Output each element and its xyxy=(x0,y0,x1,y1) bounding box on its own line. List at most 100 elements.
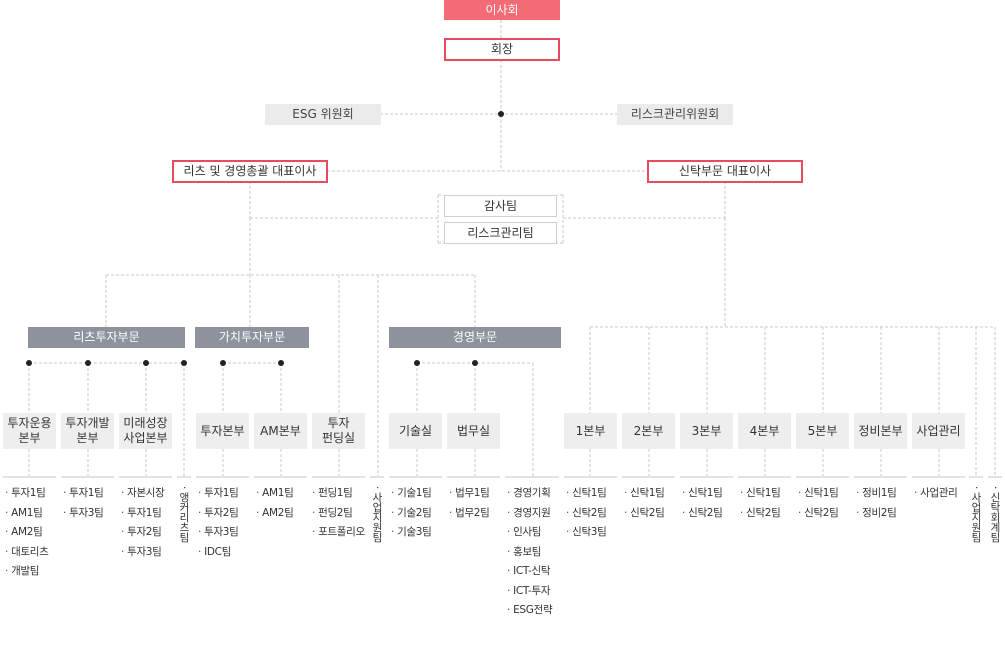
team-item: 펀딩1팀 xyxy=(312,484,365,504)
team-item: 대토리츠 xyxy=(5,543,49,563)
team-list: 신탁1팀신탁2팀 xyxy=(740,484,781,523)
chairman-box: 회장 xyxy=(444,38,560,61)
team-item: 신탁3팀 xyxy=(566,523,607,543)
board-box: 이사회 xyxy=(444,0,560,20)
dept-box: 4본부 xyxy=(738,413,791,449)
dept-box: 1본부 xyxy=(564,413,617,449)
vertical-team: 앵커리츠팀 xyxy=(177,486,192,542)
team-underline xyxy=(119,476,172,478)
vertical-team: 사업지원팀 xyxy=(370,486,385,542)
dept-box: 정비본부 xyxy=(854,413,907,449)
team-item: 신탁2팀 xyxy=(566,504,607,524)
ceo-reits-box: 리츠 및 경영총괄 대표이사 xyxy=(172,160,328,183)
team-underline xyxy=(196,476,249,478)
team-item: 투자2팀 xyxy=(121,523,165,543)
team-item: 신탁2팀 xyxy=(682,504,723,524)
team-list: 자본시장투자1팀투자2팀투자3팀 xyxy=(121,484,165,562)
dept-label: 1본부 xyxy=(575,423,606,438)
dept-label: 기술실 xyxy=(398,423,433,438)
team-item: 자본시장 xyxy=(121,484,165,504)
team-list: 정비1팀정비2팀 xyxy=(856,484,897,523)
audit-team-box: 감사팀 xyxy=(444,195,557,217)
dept-label: 투자운용 본부 xyxy=(7,416,52,445)
dept-box: 미래성장 사업본부 xyxy=(119,413,172,449)
dept-label: 4본부 xyxy=(749,423,780,438)
esg-committee-box: ESG 위원회 xyxy=(265,104,381,125)
risk-committee-box: 리스크관리위원회 xyxy=(617,104,733,125)
team-item: 신탁2팀 xyxy=(798,504,839,524)
dept-box: 기술실 xyxy=(389,413,442,449)
dept-box: AM본부 xyxy=(254,413,307,449)
dept-box: 법무실 xyxy=(447,413,500,449)
team-item: 신탁2팀 xyxy=(740,504,781,524)
dept-label: 5본부 xyxy=(807,423,838,438)
dept-label: 3본부 xyxy=(691,423,722,438)
team-item: 기술2팀 xyxy=(391,504,432,524)
team-underline xyxy=(564,476,617,478)
division-value-invest: 가치투자부문 xyxy=(195,327,309,348)
team-underline xyxy=(988,476,1002,478)
dept-label: 사업관리 xyxy=(916,423,961,438)
dept-label: 투자 펀딩실 xyxy=(321,416,356,445)
team-underline xyxy=(912,476,965,478)
team-item: 투자3팀 xyxy=(121,543,165,563)
team-item: 투자1팀 xyxy=(198,484,239,504)
team-item: 투자3팀 xyxy=(63,504,104,524)
team-underline xyxy=(447,476,500,478)
team-item: 기술3팀 xyxy=(391,523,432,543)
team-item: AM2팀 xyxy=(5,523,49,543)
team-item: 펀딩2팀 xyxy=(312,504,365,524)
team-item: 신탁1팀 xyxy=(566,484,607,504)
team-item: 경영지원 xyxy=(507,504,552,524)
division-reits-invest: 리츠투자부문 xyxy=(28,327,185,348)
dept-box: 3본부 xyxy=(680,413,733,449)
ceo-trust-box: 신탁부문 대표이사 xyxy=(647,160,803,183)
team-list: 투자1팀투자3팀 xyxy=(63,484,104,523)
team-item: 경영기획 xyxy=(507,484,552,504)
team-item: AM2팀 xyxy=(256,504,294,524)
vertical-team: 사업지원팀 xyxy=(969,486,984,542)
team-underline xyxy=(177,476,191,478)
team-item: 투자1팀 xyxy=(5,484,49,504)
team-underline xyxy=(796,476,849,478)
team-item: 신탁1팀 xyxy=(798,484,839,504)
team-list: 신탁1팀신탁2팀신탁3팀 xyxy=(566,484,607,543)
team-list: 신탁1팀신탁2팀 xyxy=(798,484,839,523)
team-underline xyxy=(738,476,791,478)
team-item: 투자1팀 xyxy=(121,504,165,524)
team-list: 경영기획경영지원인사팀홍보팀ICT-신탁ICT-투자ESG전략 xyxy=(507,484,553,621)
dept-box: 투자개발 본부 xyxy=(61,413,114,449)
team-list: AM1팀AM2팀 xyxy=(256,484,294,524)
dept-label: AM본부 xyxy=(260,423,301,438)
dept-label: 미래성장 사업본부 xyxy=(123,416,168,445)
team-underline xyxy=(622,476,675,478)
team-item: 기술1팀 xyxy=(391,484,432,504)
team-item: 법무2팀 xyxy=(449,504,490,524)
dept-label: 투자개발 본부 xyxy=(65,416,110,445)
team-item: AM1팀 xyxy=(5,504,49,524)
team-list: 신탁1팀신탁2팀 xyxy=(624,484,665,523)
team-list: 펀딩1팀펀딩2팀포트폴리오 xyxy=(312,484,365,543)
team-list: 투자1팀AM1팀AM2팀대토리츠개발팀 xyxy=(5,484,49,582)
dept-box: 5본부 xyxy=(796,413,849,449)
team-list: 투자1팀투자2팀투자3팀IDC팀 xyxy=(198,484,239,562)
team-list: 법무1팀법무2팀 xyxy=(449,484,490,523)
team-item: ESG전략 xyxy=(507,601,553,621)
team-underline xyxy=(680,476,733,478)
dept-box: 2본부 xyxy=(622,413,675,449)
dept-label: 법무실 xyxy=(456,423,491,438)
dept-box: 사업관리 xyxy=(912,413,965,449)
division-management: 경영부문 xyxy=(389,327,561,348)
team-underline xyxy=(969,476,983,478)
team-item: 정비1팀 xyxy=(856,484,897,504)
team-item: 신탁1팀 xyxy=(740,484,781,504)
team-item: 투자2팀 xyxy=(198,504,239,524)
dept-label: 2본부 xyxy=(633,423,664,438)
vertical-team: 신탁회계팀 xyxy=(988,486,1003,542)
team-underline xyxy=(370,476,384,478)
team-item: 홍보팀 xyxy=(507,543,552,563)
team-item: 사업관리 xyxy=(914,484,958,504)
team-item: AM1팀 xyxy=(256,484,294,504)
